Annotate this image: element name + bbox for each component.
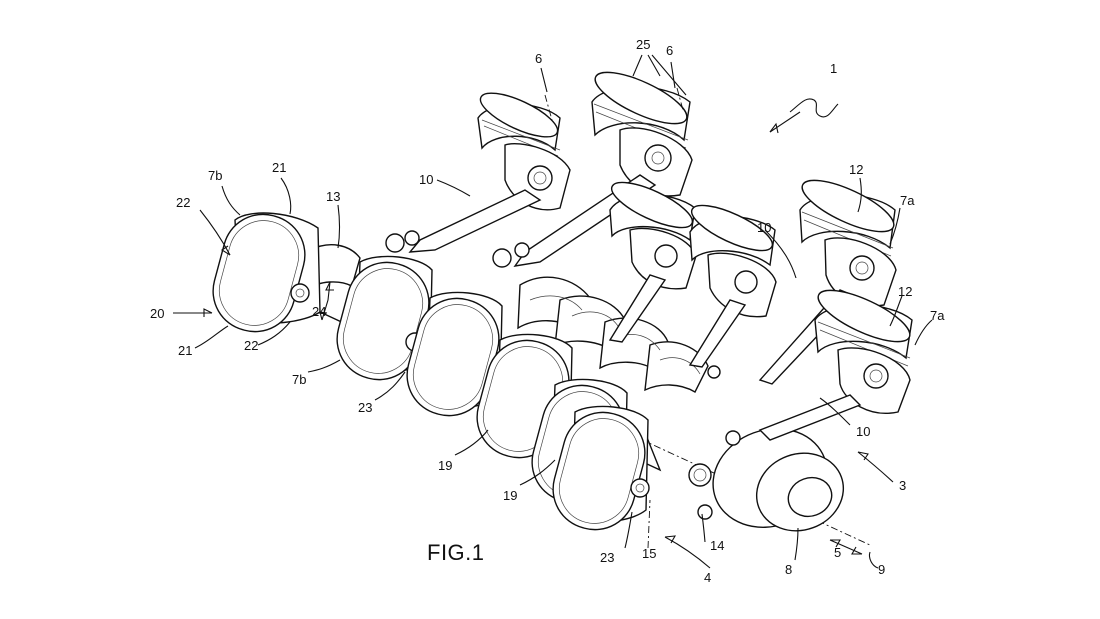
label-23-bottom: 23 bbox=[600, 550, 614, 565]
piston-3 bbox=[608, 181, 697, 343]
label-10-mid: 10 bbox=[757, 220, 771, 235]
label-5: 5 bbox=[834, 545, 841, 560]
piston-6 bbox=[758, 289, 913, 441]
label-7a-top: 7a bbox=[900, 193, 915, 208]
label-20: 20 bbox=[150, 306, 164, 321]
balancing-masses bbox=[212, 212, 650, 531]
piston-rod-assemblies bbox=[385, 71, 913, 441]
label-23-top: 23 bbox=[358, 400, 372, 415]
label-6-right: 6 bbox=[666, 43, 673, 58]
leader-lines bbox=[173, 54, 933, 569]
label-12-bottom: 12 bbox=[898, 284, 912, 299]
label-21-top: 21 bbox=[272, 160, 286, 175]
label-4: 4 bbox=[704, 570, 711, 585]
label-7a-bottom: 7a bbox=[930, 308, 945, 323]
label-10-top: 10 bbox=[419, 172, 433, 187]
label-12-top: 12 bbox=[849, 162, 863, 177]
label-19-a: 19 bbox=[438, 458, 452, 473]
piston-5 bbox=[758, 179, 897, 385]
reference-labels: 1 25 6 6 7b 21 22 13 10 10 12 7a 12 7a 2… bbox=[150, 37, 945, 585]
label-8: 8 bbox=[785, 562, 792, 577]
figure-caption: FIG.1 bbox=[427, 540, 485, 565]
mass-7b-bottom bbox=[336, 255, 433, 381]
piston-1 bbox=[385, 92, 571, 253]
label-22-top: 22 bbox=[176, 195, 190, 210]
piston-2 bbox=[492, 71, 693, 268]
label-3: 3 bbox=[899, 478, 906, 493]
mass-front bbox=[552, 405, 650, 531]
piston-4 bbox=[688, 204, 777, 368]
label-1: 1 bbox=[830, 61, 837, 76]
pulley-hub bbox=[787, 476, 833, 518]
label-9: 9 bbox=[878, 562, 885, 577]
mass-7b-top bbox=[212, 212, 321, 333]
label-14: 14 bbox=[710, 538, 724, 553]
label-19-b: 19 bbox=[503, 488, 517, 503]
label-10-bottom: 10 bbox=[856, 424, 870, 439]
label-7b-bottom: 7b bbox=[292, 372, 306, 387]
label-7b-top: 7b bbox=[208, 168, 222, 183]
label-15: 15 bbox=[642, 546, 656, 561]
label-22-bottom: 22 bbox=[244, 338, 258, 353]
label-24: 24 bbox=[312, 304, 326, 319]
label-21-bottom: 21 bbox=[178, 343, 192, 358]
label-25: 25 bbox=[636, 37, 650, 52]
label-6-left: 6 bbox=[535, 51, 542, 66]
label-13: 13 bbox=[326, 189, 340, 204]
